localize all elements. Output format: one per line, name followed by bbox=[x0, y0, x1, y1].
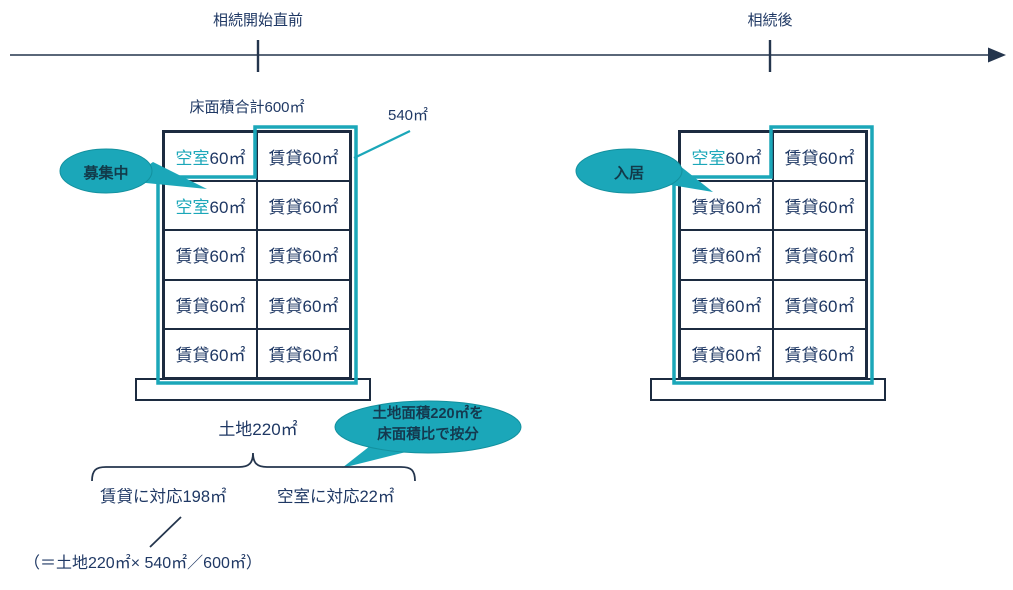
unit-area: 60㎡ bbox=[209, 198, 246, 218]
unit-status: 賃貸 bbox=[784, 149, 819, 169]
recruiting-bubble-label: 募集中 bbox=[83, 165, 129, 182]
land-vacant-portion-label: 空室に対応22㎡ bbox=[277, 488, 395, 506]
formula-connector-line bbox=[149, 516, 182, 548]
unit-status: 賃貸 bbox=[784, 198, 819, 218]
rental-land-formula: （＝土地220㎡× 540㎡／600㎡） bbox=[24, 555, 262, 572]
apportion-bubble-label: 土地面積220㎡を 床面積比で按分 bbox=[335, 404, 521, 446]
unit-status: 賃貸 bbox=[268, 247, 303, 267]
unit-status: 賃貸 bbox=[175, 296, 210, 316]
unit-area: 60㎡ bbox=[209, 149, 246, 169]
unit-area: 60㎡ bbox=[725, 296, 762, 316]
land-rental-portion-label: 賃貸に対応198㎡ bbox=[100, 488, 227, 506]
unit-status: 空室 bbox=[691, 149, 726, 169]
left-building-total-floor-area-label: 床面積合計600㎡ bbox=[189, 99, 305, 116]
unit-area: 60㎡ bbox=[302, 198, 339, 218]
apportion-bubble-tail bbox=[342, 446, 406, 468]
unit-status: 賃貸 bbox=[268, 345, 303, 365]
unit-area: 60㎡ bbox=[302, 149, 339, 169]
right-building-foundation bbox=[650, 378, 886, 401]
moved-in-bubble-label: 入居 bbox=[613, 165, 645, 182]
unit-status: 賃貸 bbox=[268, 198, 303, 218]
unit-status: 空室 bbox=[175, 198, 210, 218]
unit-status: 賃貸 bbox=[691, 198, 726, 218]
unit-status: 賃貸 bbox=[691, 296, 726, 316]
timeline-label-after-inheritance: 相続後 bbox=[747, 12, 793, 29]
unit-status: 賃貸 bbox=[784, 296, 819, 316]
apportion-bubble-line1: 土地面積220㎡を bbox=[372, 406, 484, 422]
unit-area: 60㎡ bbox=[209, 296, 246, 316]
rented-area-callout-connector bbox=[353, 130, 411, 159]
unit-area: 60㎡ bbox=[725, 198, 762, 218]
unit-area: 60㎡ bbox=[818, 247, 855, 267]
unit-area: 60㎡ bbox=[818, 198, 855, 218]
unit-status: 賃貸 bbox=[268, 296, 303, 316]
unit-status: 賃貸 bbox=[784, 247, 819, 267]
unit-area: 60㎡ bbox=[818, 345, 855, 365]
rented-floor-area-540-label: 540㎡ bbox=[388, 107, 429, 124]
unit-area: 60㎡ bbox=[818, 296, 855, 316]
unit-area: 60㎡ bbox=[725, 149, 762, 169]
unit-status: 賃貸 bbox=[691, 247, 726, 267]
unit-status: 賃貸 bbox=[784, 345, 819, 365]
land-area-label: 土地220㎡ bbox=[218, 420, 298, 439]
unit-area: 60㎡ bbox=[725, 345, 762, 365]
unit-status: 空室 bbox=[175, 149, 210, 169]
unit-area: 60㎡ bbox=[209, 247, 246, 267]
timeline-label-before-inheritance: 相続開始直前 bbox=[212, 12, 304, 29]
unit-area: 60㎡ bbox=[209, 345, 246, 365]
left-building-foundation bbox=[135, 378, 371, 401]
unit-area: 60㎡ bbox=[302, 296, 339, 316]
unit-status: 賃貸 bbox=[175, 345, 210, 365]
unit-status: 賃貸 bbox=[175, 247, 210, 267]
unit-status: 賃貸 bbox=[691, 345, 726, 365]
unit-status: 賃貸 bbox=[268, 149, 303, 169]
timeline-arrowhead-icon bbox=[988, 47, 1006, 63]
unit-area: 60㎡ bbox=[302, 247, 339, 267]
land-split-brace bbox=[91, 452, 416, 482]
unit-area: 60㎡ bbox=[725, 247, 762, 267]
apportion-bubble-line2: 床面積比で按分 bbox=[377, 427, 479, 444]
unit-area: 60㎡ bbox=[818, 149, 855, 169]
unit-area: 60㎡ bbox=[302, 345, 339, 365]
